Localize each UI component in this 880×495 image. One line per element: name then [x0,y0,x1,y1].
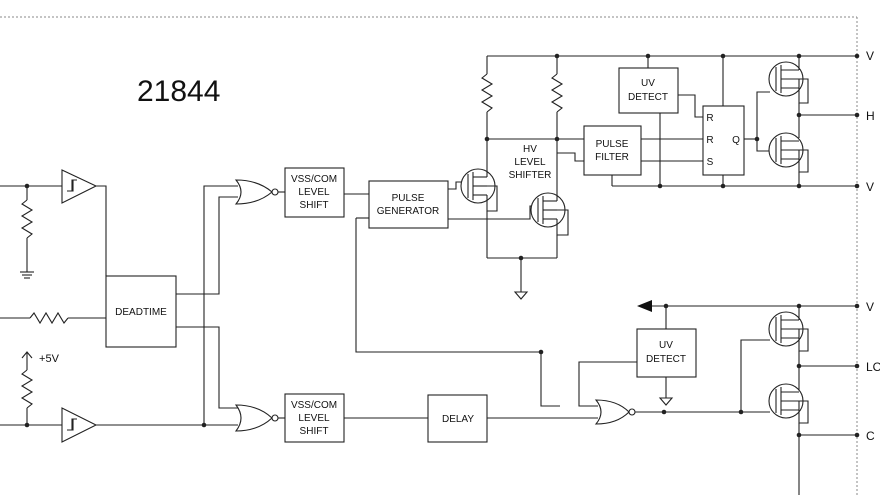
level-shift-hi-line1: VSS/COM [291,174,337,185]
hin-input [0,183,62,279]
hv-level-shifter-line1: HV [523,144,537,155]
level-shift-lo-line1: VSS/COM [291,400,337,411]
pin-label-lo: LO [866,360,880,374]
hv-level-shifter-line2: LEVEL [514,157,546,168]
rs-latch-q: Q [732,135,740,146]
rs-latch-s: S [707,157,714,168]
nor-gate-lo [234,404,279,432]
pulse-filter-line1: PULSE [596,139,629,150]
pin-label-vs: V [866,180,874,194]
part-number: 21844 [137,75,220,108]
hv-mosfet-2 [530,192,569,236]
nor-gate-lo-out [594,399,636,425]
lin-input: +5V [0,351,62,428]
lo-mosfet-bottom [768,383,809,424]
pulse-filter-line2: FILTER [595,152,629,163]
pulse-generator-block [368,180,449,229]
hv-mosfet-1 [460,168,498,212]
pulse-generator-line1: PULSE [392,193,425,204]
level-shift-hi-block [284,167,345,218]
uv-detect-lo-line1: UV [659,340,673,351]
pin-label-vb: V [866,49,874,63]
pulse-filter-block [583,125,642,176]
lo-mosfet-top [768,311,809,352]
level-shift-lo-line2: LEVEL [298,413,330,424]
hin-schmitt-buffer [61,169,98,204]
uv-detect-hi-block [618,67,679,114]
ho-mosfet-top [768,61,809,104]
deadtime-label: DEADTIME [115,307,167,318]
uv-detect-lo-line2: DETECT [646,354,686,365]
pin-label-com: C [866,429,875,443]
delay-label: DELAY [442,414,474,425]
pulse-generator-line2: GENERATOR [377,206,439,217]
uv-detect-hi-line2: DETECT [628,92,668,103]
uv-detect-hi-line1: UV [641,78,655,89]
supply-5v-label: +5V [39,353,60,365]
lin-schmitt-buffer [61,407,98,443]
rs-latch-block [702,105,745,176]
nor-gate-hi [234,179,279,205]
ho-mosfet-bottom [768,132,809,173]
chip-outline [0,16,858,495]
pin-label-vcc: V [866,300,874,314]
rs-latch-r2: R [706,135,713,146]
uv-detect-lo-block [636,328,697,378]
deadtime-block [105,275,177,348]
hv-level-shifter-line3: SHIFTER [509,170,552,181]
level-shift-lo-line3: SHIFT [300,426,329,437]
level-shift-hi-line2: LEVEL [298,187,330,198]
vcc-arrow-icon [637,300,652,312]
pin-label-ho: H [866,109,875,123]
rs-latch-r1: R [706,113,713,124]
level-shift-hi-line3: SHIFT [300,200,329,211]
dt-input [0,311,106,325]
